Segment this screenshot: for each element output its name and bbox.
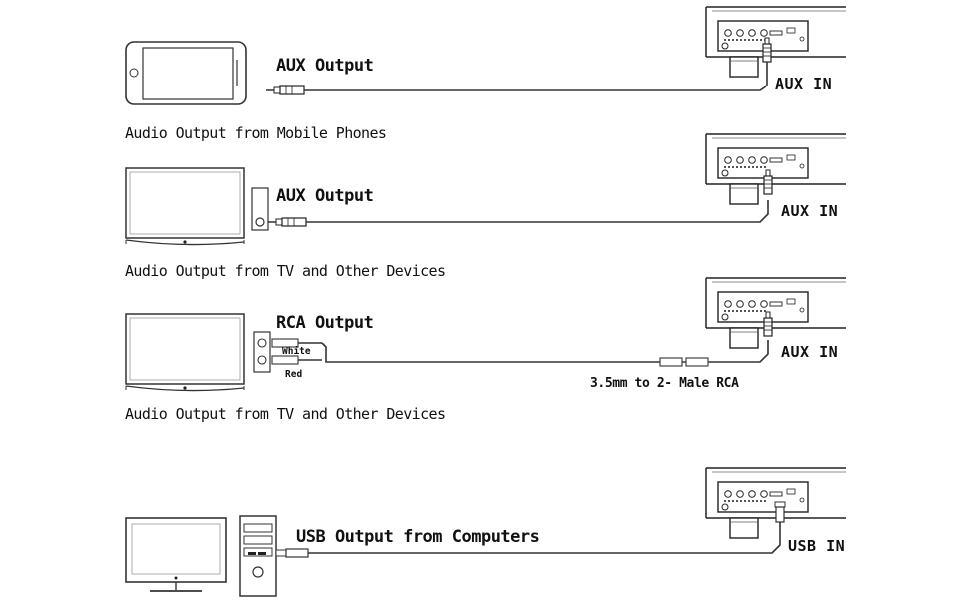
- soundbar-icon: [705, 6, 847, 78]
- tv-icon: [125, 313, 245, 392]
- aux-plug-icon: [267, 217, 307, 227]
- monitor-icon: [125, 517, 227, 592]
- aux-output-label: AUX Output: [276, 186, 374, 206]
- red-plug-label: Red: [285, 369, 303, 380]
- usb-plug-icon: [275, 548, 309, 558]
- usb-output-label: USB Output from Computers: [296, 527, 540, 547]
- white-plug-label: White: [282, 346, 311, 357]
- aux-in-label: AUX IN: [775, 75, 833, 93]
- tv-aux-port: [251, 187, 269, 231]
- rca-plugs-icon: [271, 338, 660, 365]
- tv-rca-ports: [253, 331, 271, 373]
- row-caption: Audio Output from TV and Other Devices: [125, 405, 446, 423]
- cable-note: 3.5mm to 2- Male RCA: [590, 376, 739, 391]
- aux-output-label: AUX Output: [276, 56, 374, 76]
- aux-in-label: AUX IN: [781, 202, 839, 220]
- rca-adapter-icon: [659, 357, 709, 367]
- aux-in-label: AUX IN: [781, 343, 839, 361]
- aux-plug-icon: [265, 85, 305, 95]
- row-caption: Audio Output from Mobile Phones: [125, 124, 387, 142]
- computer-tower-icon: [239, 515, 277, 597]
- soundbar-icon: [705, 133, 847, 205]
- usb-in-label: USB IN: [788, 537, 846, 555]
- row-caption: Audio Output from TV and Other Devices: [125, 262, 446, 280]
- tv-icon: [125, 167, 245, 246]
- usb-plug-icon: [774, 501, 786, 523]
- phone-device: [125, 41, 247, 105]
- soundbar-icon: [705, 277, 847, 349]
- rca-output-label: RCA Output: [276, 313, 374, 333]
